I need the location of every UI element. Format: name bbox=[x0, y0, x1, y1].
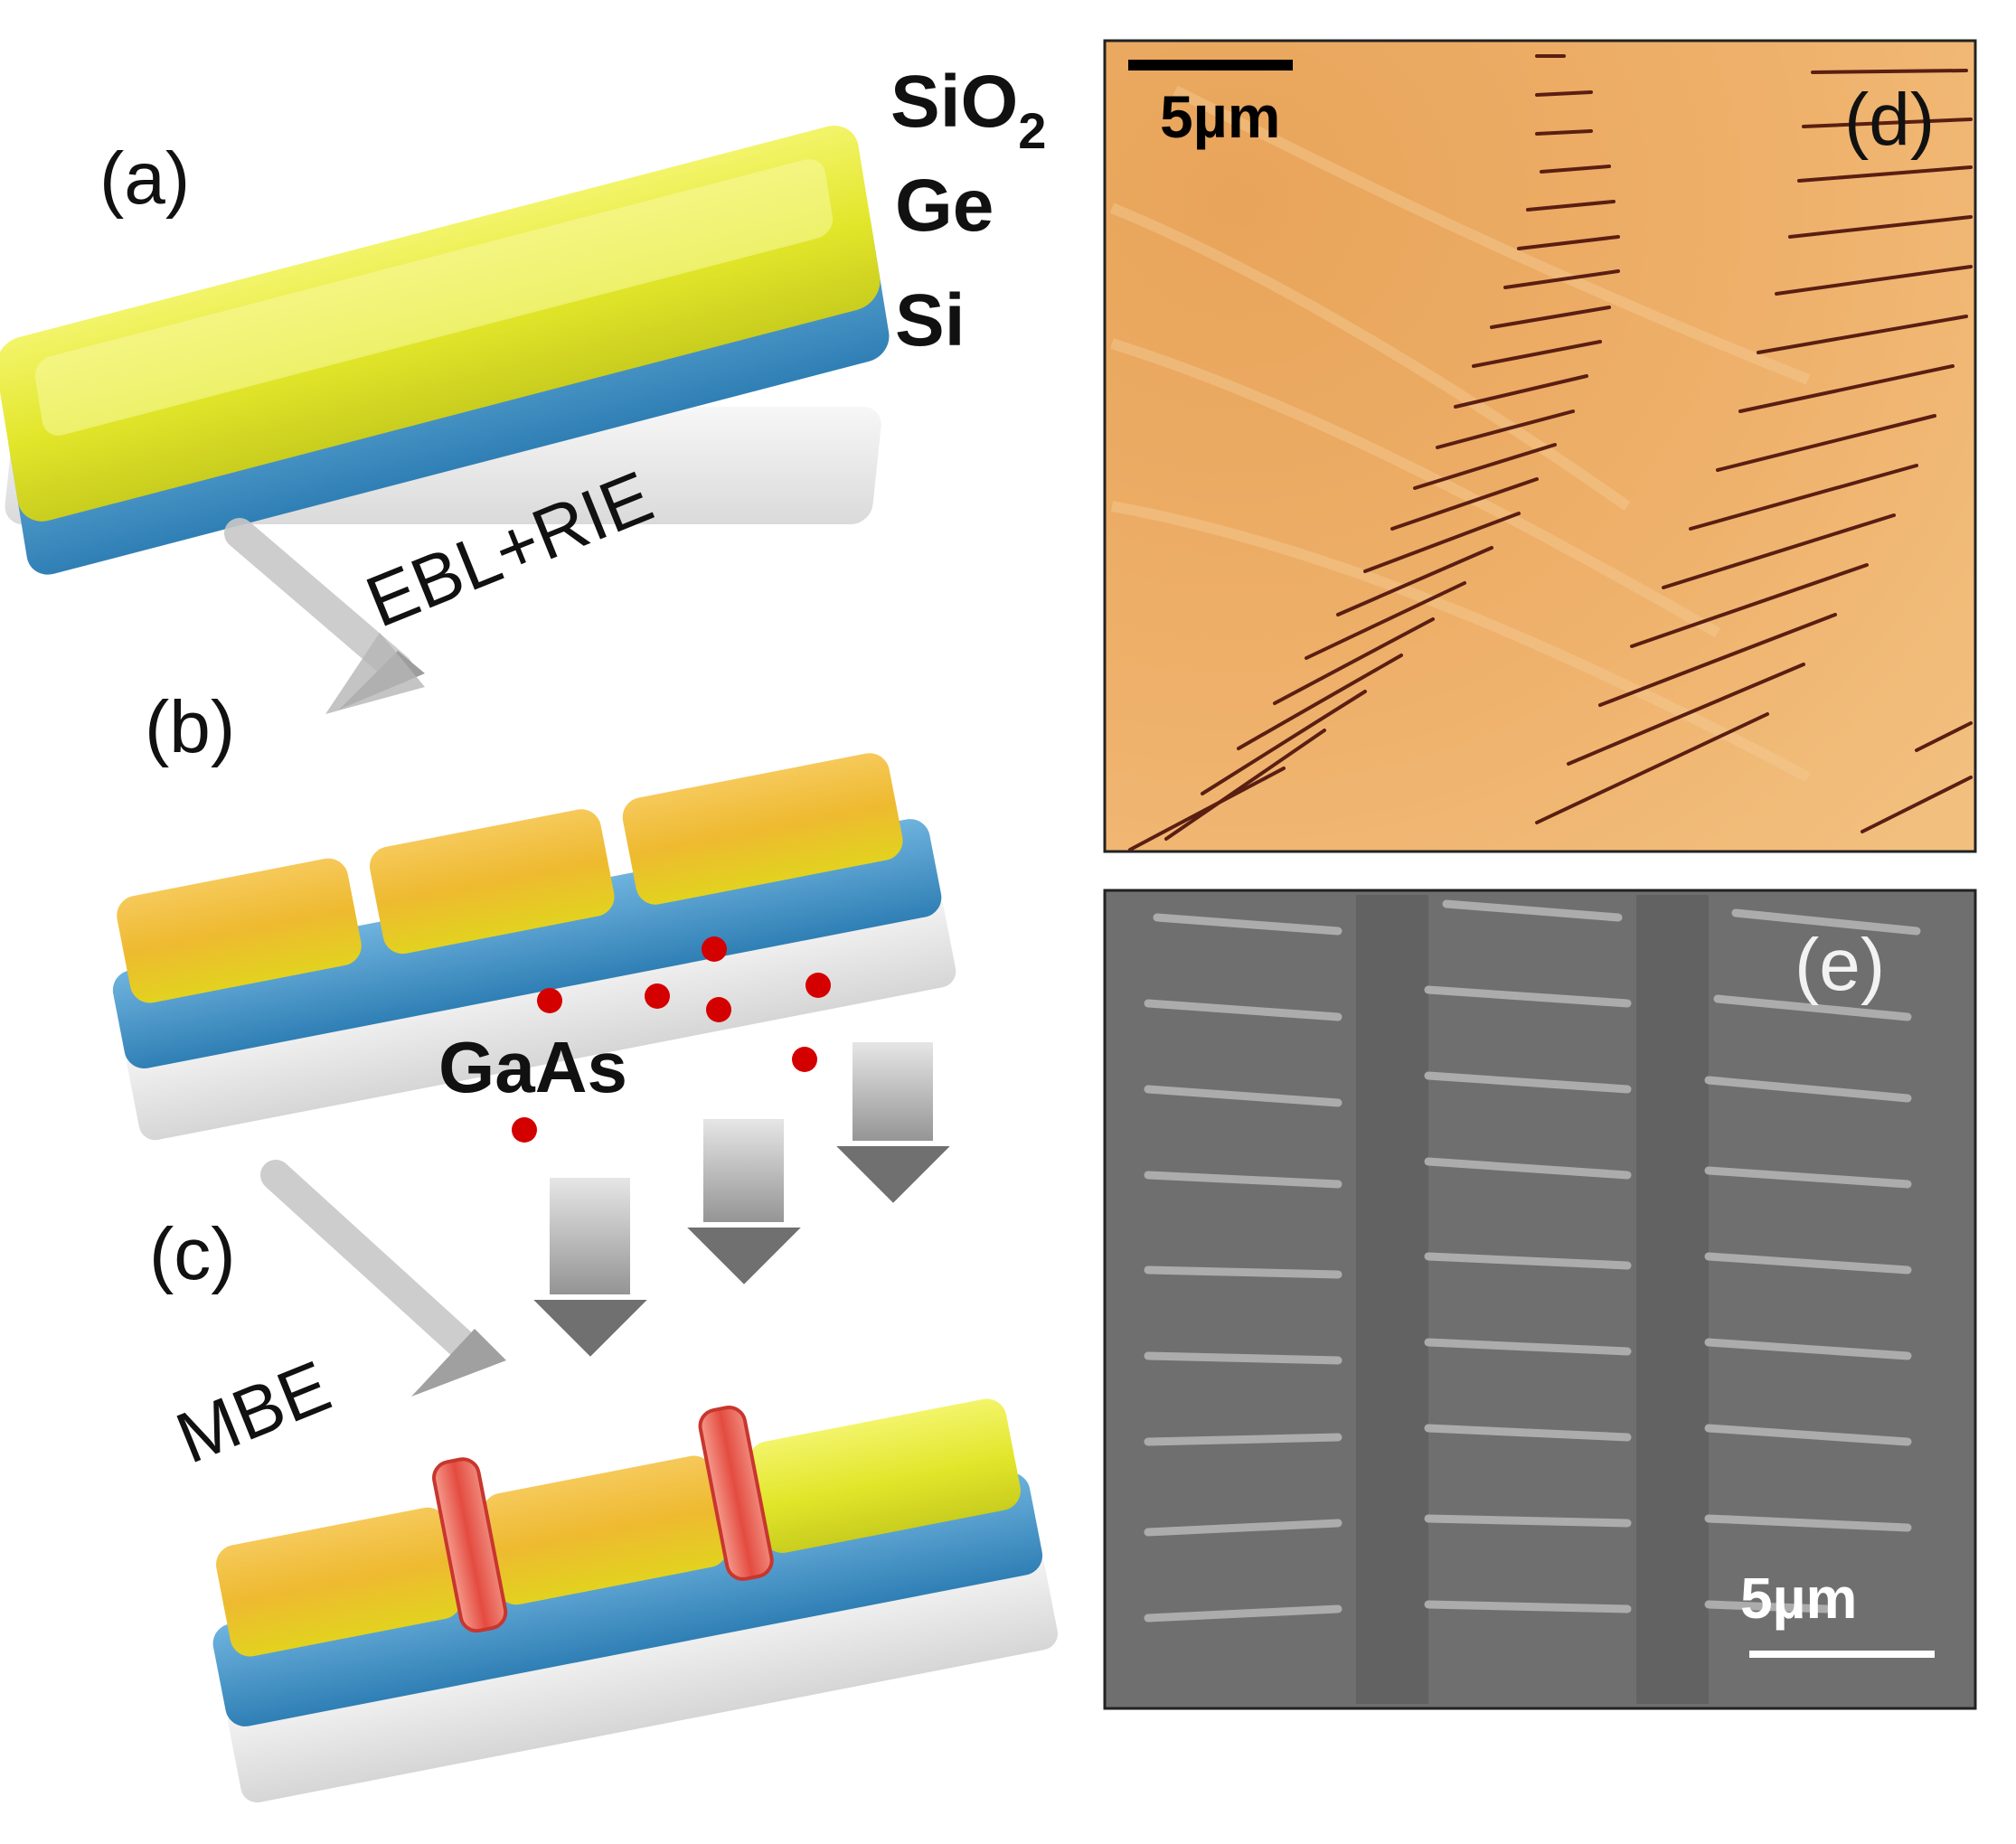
si-layer bbox=[127, 893, 956, 1141]
sio2-label-subscript: 2 bbox=[1018, 102, 1046, 159]
panel-tag-a: (a) bbox=[99, 137, 190, 220]
panel-tag-d: (d) bbox=[1844, 79, 1935, 161]
panel-b: (b) bbox=[112, 686, 956, 1141]
sio2-pad-3 bbox=[622, 753, 903, 905]
flux-dot bbox=[645, 983, 670, 1009]
si-label: Si bbox=[895, 279, 965, 362]
panel-tag-c: (c) bbox=[149, 1213, 236, 1295]
flux-dot bbox=[702, 936, 727, 962]
sio2-pad-1 bbox=[216, 1507, 462, 1657]
sio2-pad-2 bbox=[369, 809, 615, 955]
panel-a: (a) SiO2 Ge Si bbox=[0, 61, 1046, 575]
panel-d: 5µm (d) bbox=[1103, 39, 1977, 853]
process-arrow-growth bbox=[260, 1160, 506, 1397]
sem-rib-array bbox=[1144, 899, 1921, 1623]
stack-b bbox=[112, 753, 956, 1141]
panel-c bbox=[212, 1398, 1058, 1803]
flux-arrow bbox=[674, 1114, 815, 1293]
panel-tag-e: (e) bbox=[1795, 924, 1885, 1006]
panel-tag-b: (b) bbox=[145, 686, 235, 768]
flux-dot bbox=[706, 997, 731, 1022]
flux-dot bbox=[792, 1047, 817, 1072]
rib-array bbox=[1128, 54, 1973, 851]
sio2-highlight bbox=[34, 159, 834, 436]
ge-label: Ge bbox=[895, 165, 994, 247]
sem-column-shade bbox=[1356, 895, 1428, 1704]
flux-arrow bbox=[823, 1037, 964, 1211]
sio2-label: SiO2 bbox=[890, 61, 1046, 159]
sio2-pad-3 bbox=[749, 1398, 1021, 1553]
flux-dot bbox=[512, 1117, 537, 1143]
gaas-bridge-1 bbox=[432, 1457, 508, 1633]
gaas-bridge-2 bbox=[698, 1406, 774, 1581]
sio2-pad-1 bbox=[117, 858, 362, 1003]
flux-arrow bbox=[520, 1172, 661, 1365]
scale-label-e: 5µm bbox=[1740, 1566, 1857, 1631]
scale-label-d: 5µm bbox=[1160, 83, 1280, 150]
si-layer bbox=[228, 1551, 1058, 1803]
gaas-flux bbox=[512, 936, 964, 1365]
sio2-pad-2 bbox=[482, 1455, 729, 1605]
process-arrow-etch bbox=[224, 518, 425, 714]
flux-dot bbox=[805, 973, 831, 998]
sem-column-shade bbox=[1636, 895, 1709, 1704]
gaas-label: GaAs bbox=[438, 1027, 627, 1107]
growth-step-label: MBE bbox=[165, 1345, 341, 1478]
surface-texture bbox=[1109, 85, 1811, 783]
flux-dot bbox=[537, 988, 562, 1013]
stack-a bbox=[0, 125, 890, 575]
sem-micrograph bbox=[1103, 889, 1977, 1710]
sio2-label-main: SiO bbox=[890, 61, 1018, 143]
stack-c bbox=[212, 1398, 1058, 1803]
panel-e: (e) 5µm bbox=[1103, 889, 1977, 1710]
optical-micrograph bbox=[1103, 39, 1977, 853]
